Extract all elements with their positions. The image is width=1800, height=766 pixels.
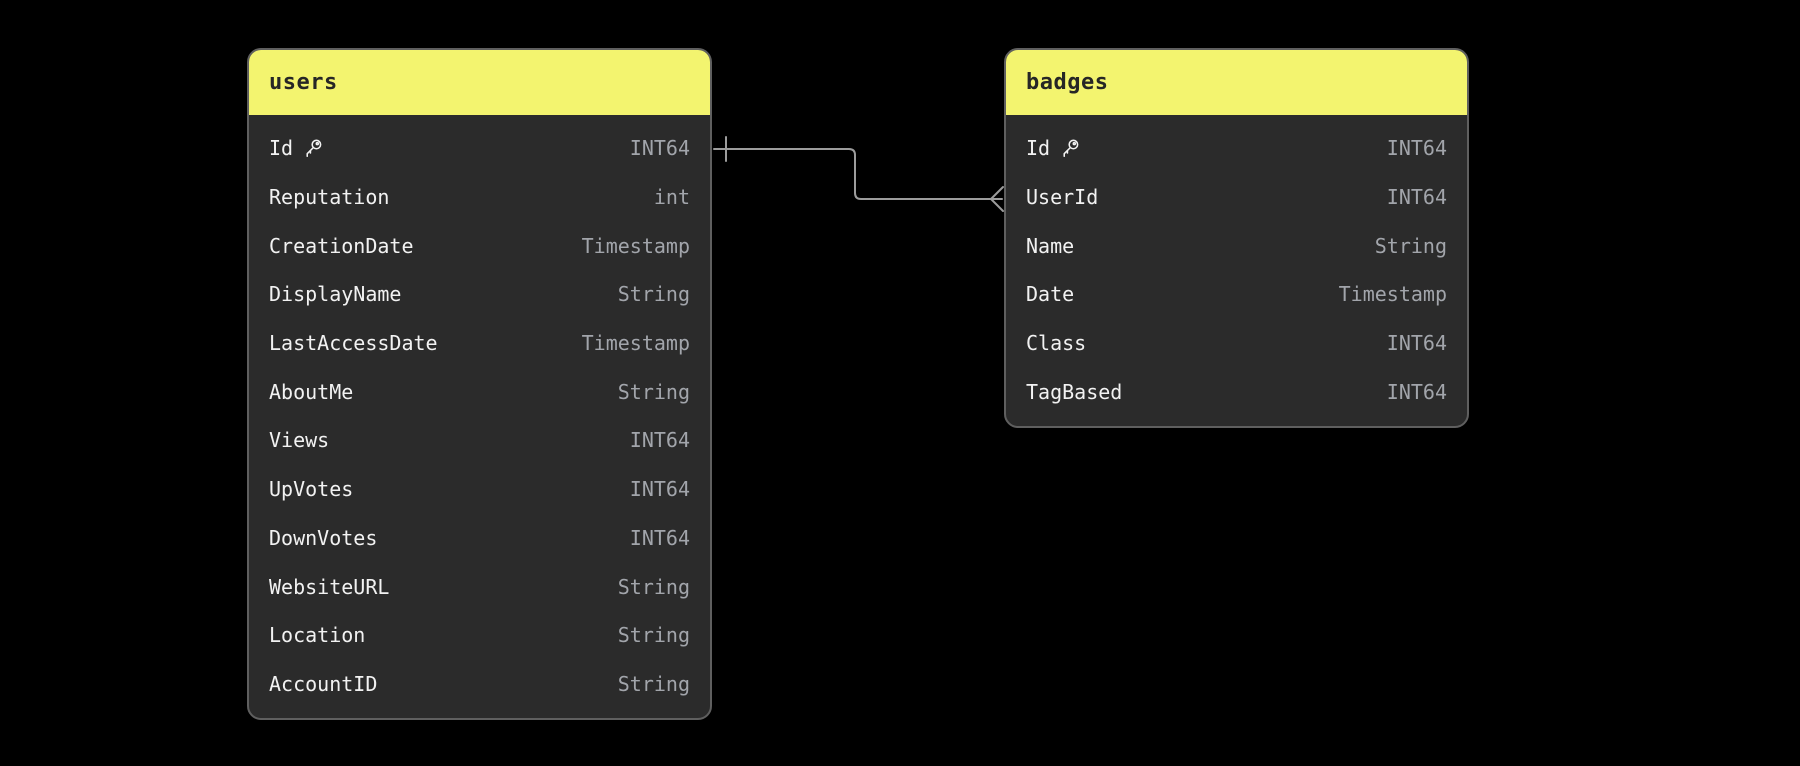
field-type: String [1374,233,1447,258]
relationship-users-id-badges-userid[interactable] [713,136,1004,212]
field-type: String [617,574,690,599]
table-row[interactable]: UserId INT64 [1006,173,1467,222]
field-name: Views [269,428,330,453]
field-type: INT64 [1386,379,1447,404]
table-badges-rows: Id INT64 UserId INT64 N [1006,115,1467,426]
table-row[interactable]: Views INT64 [249,416,710,465]
field-type: INT64 [629,525,690,550]
table-row[interactable]: Location String [249,611,710,660]
table-users-rows: Id INT64 Reputation int [249,115,710,718]
field-type: Timestamp [1338,282,1447,307]
field-type: INT64 [629,428,690,453]
field-name: UserId [1026,185,1099,210]
table-users-header[interactable]: users [249,50,710,115]
field-type: Timestamp [581,331,690,356]
field-name: AccountID [269,671,378,696]
table-users[interactable]: users Id INT64 Re [247,48,712,721]
table-row[interactable]: AboutMe String [249,367,710,416]
field-type: String [617,282,690,307]
field-name: Id [269,136,294,161]
key-icon [1059,137,1081,159]
table-row[interactable]: TagBased INT64 [1006,367,1467,416]
field-type: int [653,185,690,210]
table-row[interactable]: CreationDate Timestamp [249,221,710,270]
field-name: Location [269,623,366,648]
table-row[interactable]: Id INT64 [1006,124,1467,173]
field-type: INT64 [1386,331,1447,356]
table-row[interactable]: Reputation int [249,173,710,222]
field-name: Class [1026,331,1087,356]
field-type: INT64 [1386,185,1447,210]
field-name: DisplayName [269,282,402,307]
table-row[interactable]: WebsiteURL String [249,562,710,611]
field-name: DownVotes [269,525,378,550]
table-title: users [269,70,338,95]
field-type: Timestamp [581,233,690,258]
key-icon [302,137,324,159]
table-row[interactable]: UpVotes INT64 [249,465,710,514]
table-row[interactable]: AccountID String [249,660,710,709]
field-type: INT64 [629,477,690,502]
field-name: Id [1026,136,1051,161]
field-name: CreationDate [269,233,414,258]
field-name: WebsiteURL [269,574,390,599]
table-row[interactable]: DisplayName String [249,270,710,319]
field-name: TagBased [1026,379,1123,404]
table-row[interactable]: Class INT64 [1006,319,1467,368]
table-row[interactable]: DownVotes INT64 [249,514,710,563]
field-name: LastAccessDate [269,331,438,356]
field-type: String [617,379,690,404]
field-name: Date [1026,282,1075,307]
table-row[interactable]: LastAccessDate Timestamp [249,319,710,368]
field-name: AboutMe [269,379,354,404]
table-badges-header[interactable]: badges [1006,50,1467,115]
table-row[interactable]: Name String [1006,221,1467,270]
field-type: String [617,623,690,648]
field-name: Name [1026,233,1075,258]
cardinality-many-crowfoot [990,186,1004,212]
field-type: String [617,671,690,696]
field-name: Reputation [269,185,390,210]
field-name: UpVotes [269,477,354,502]
table-title: badges [1026,70,1109,95]
table-row[interactable]: Id INT64 [249,124,710,173]
table-badges[interactable]: badges Id INT64 U [1004,48,1469,429]
table-row[interactable]: Date Timestamp [1006,270,1467,319]
field-type: INT64 [629,136,690,161]
relationship-line [713,148,1003,200]
field-type: INT64 [1386,136,1447,161]
